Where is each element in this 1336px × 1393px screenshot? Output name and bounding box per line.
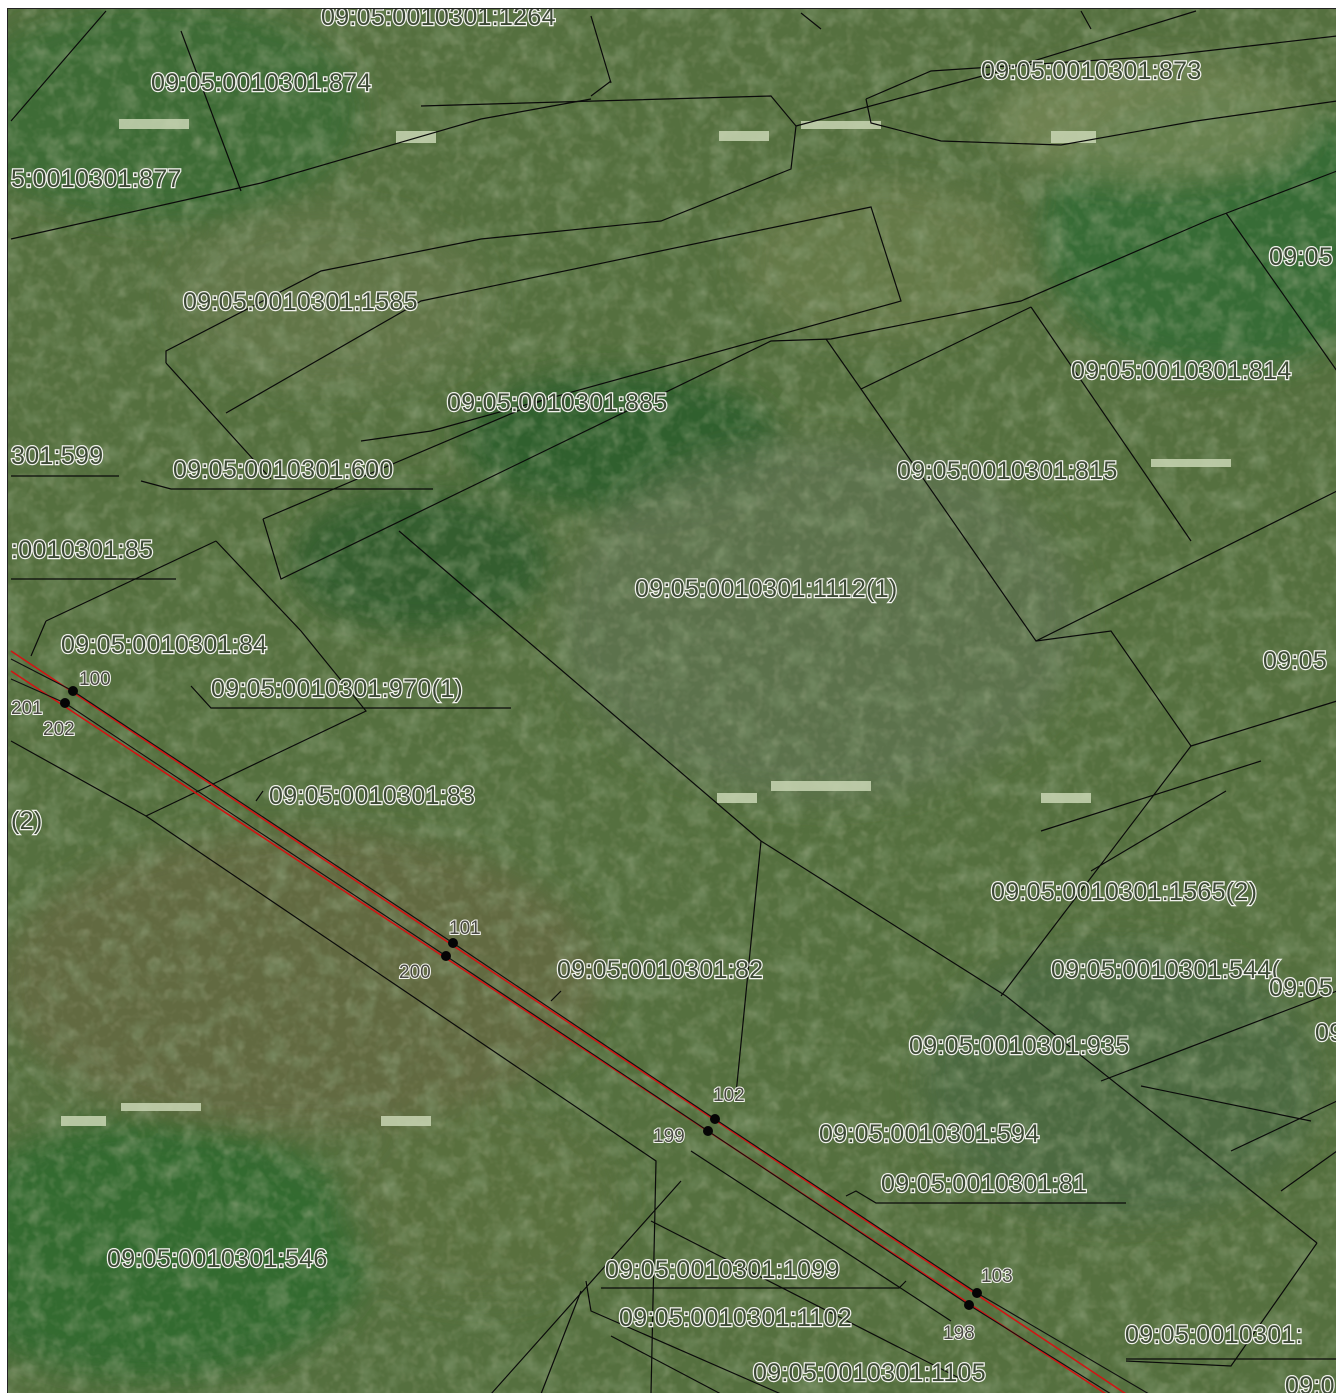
parcel-label[interactable]: 09:05 — [1268, 242, 1334, 272]
parcel-label[interactable]: 09:05:0010301:544( — [1050, 955, 1282, 985]
parcel-label[interactable]: 09 — [1314, 1018, 1336, 1048]
parcel-label[interactable]: 09:05:0010301:83 — [268, 781, 476, 811]
parcel-label[interactable]: (2) — [10, 806, 44, 836]
parcel-labels: 09:05:0010301:1264 09:05:0010301:874 09:… — [10, 9, 1336, 1393]
point-number-label: 202 — [43, 719, 75, 740]
point-number-labels: 100 201 202 101 200 102 199 103 198 — [10, 668, 1014, 1345]
parcel-label[interactable]: 09:05:0010301:970(1) — [210, 674, 464, 704]
parcel-label[interactable]: 09:05:0010301:814 — [1070, 356, 1293, 386]
vertex-point[interactable] — [964, 1300, 974, 1310]
parcel-label[interactable]: 09:05:0010301:594 — [818, 1119, 1041, 1149]
vertex-point[interactable] — [68, 686, 78, 696]
parcel-label[interactable]: 09:05:0010301:82 — [556, 955, 764, 985]
point-number-label: 102 — [713, 1085, 745, 1106]
vertex-point[interactable] — [710, 1114, 720, 1124]
route-corridor — [10, 650, 1149, 1393]
parcel-label[interactable]: 09:05:0010301:81 — [880, 1169, 1088, 1199]
parcel-boundaries — [10, 10, 1336, 1393]
point-number-label: 103 — [981, 1266, 1013, 1287]
vertex-point[interactable] — [972, 1288, 982, 1298]
parcel-label[interactable]: 09:05:0010301:1099 — [604, 1255, 841, 1285]
parcel-label[interactable]: 09:05:0010301:84 — [60, 630, 268, 660]
vertex-point[interactable] — [441, 951, 451, 961]
parcel-label[interactable]: 09:05:0010301:1585 — [182, 287, 419, 317]
parcel-label[interactable]: 09:05:0010301:885 — [446, 388, 669, 418]
vertex-point[interactable] — [60, 698, 70, 708]
parcel-label[interactable]: 09:05:0010301:546 — [106, 1244, 329, 1274]
parcel-label[interactable]: 09:05:0010301:815 — [896, 456, 1119, 486]
parcel-label[interactable]: 09:05:0010301:935 — [908, 1031, 1131, 1061]
point-number-label: 201 — [11, 698, 43, 719]
parcel-label[interactable]: 09:05:0010301:1264 — [320, 9, 557, 32]
parcel-label[interactable]: 09:05:0010301:873 — [980, 56, 1203, 86]
vertex-point[interactable] — [448, 938, 458, 948]
parcel-label[interactable]: 09:05:0010301: — [1124, 1320, 1304, 1350]
parcel-label[interactable]: 09:05:0010301:600 — [172, 455, 395, 485]
parcel-label[interactable]: 09:05:0010301:874 — [150, 68, 373, 98]
parcel-label[interactable]: 09:05:0010301:1102 — [618, 1303, 853, 1333]
parcel-label[interactable]: 09:0 — [1284, 1371, 1336, 1393]
survey-vertices — [60, 686, 982, 1310]
label-leader-lines — [11, 475, 1126, 1289]
cadastral-map-viewport[interactable]: 09:05:0010301:1264 09:05:0010301:874 09:… — [7, 8, 1336, 1393]
parcel-label[interactable]: 09:05 — [1268, 973, 1334, 1003]
parcel-label[interactable]: 301:599 — [10, 441, 105, 471]
vertex-point[interactable] — [703, 1126, 713, 1136]
parcel-label[interactable]: 09:05:0010301:1565(2) — [990, 877, 1258, 907]
point-number-label: 100 — [79, 669, 111, 690]
parcel-label[interactable]: 09:05:0010301:1105 — [752, 1358, 987, 1388]
point-number-label: 200 — [399, 962, 431, 983]
parcel-label[interactable]: 09:05 — [1262, 646, 1328, 676]
point-number-label: 199 — [653, 1126, 685, 1147]
parcel-label[interactable]: 5:0010301:877 — [10, 164, 183, 194]
parcel-label[interactable]: 09:05:0010301:1112(1) — [634, 574, 899, 604]
point-number-label: 101 — [449, 918, 481, 939]
point-number-label: 198 — [943, 1323, 975, 1344]
satellite-imagery — [8, 9, 1336, 1393]
cadastral-map[interactable]: 09:05:0010301:1264 09:05:0010301:874 09:… — [8, 9, 1336, 1393]
parcel-label[interactable]: :0010301:85 — [10, 535, 154, 565]
